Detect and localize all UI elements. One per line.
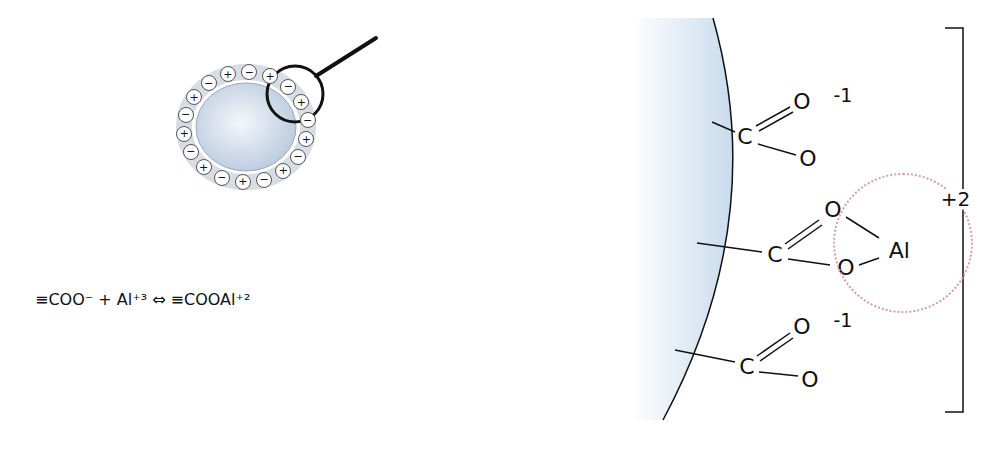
atom-label: O <box>793 91 810 113</box>
charge-sign: + <box>297 97 306 108</box>
surface-charge: − <box>280 79 296 95</box>
atom-label: Al <box>889 240 910 262</box>
double-bond <box>785 220 819 244</box>
atom-label: C <box>737 126 752 148</box>
charge-label: +2 <box>941 189 970 209</box>
bond <box>758 144 796 155</box>
charge-sign: − <box>217 172 226 183</box>
bond <box>759 372 798 376</box>
charge-sign: − <box>245 67 254 78</box>
surface-charge: − <box>201 75 217 91</box>
complex-region: Al +2 <box>833 173 973 313</box>
atom-label: O <box>837 257 854 279</box>
bond <box>712 122 735 132</box>
magnifier-handle <box>316 38 376 76</box>
charge-sign: + <box>238 176 247 187</box>
surface-charge: + <box>196 159 212 175</box>
double-bond <box>759 112 793 131</box>
charge-sign: − <box>293 151 302 162</box>
atom-label: O <box>801 369 818 391</box>
charge-sign: − <box>260 174 269 185</box>
charge-sign: + <box>302 134 311 145</box>
charge-sign: + <box>199 162 208 173</box>
double-bond <box>757 333 790 356</box>
atom-label: O <box>793 316 810 338</box>
surface-charge: − <box>256 172 272 188</box>
charge-sign: − <box>284 81 293 92</box>
coordination-bond <box>846 217 879 238</box>
particle <box>196 83 296 171</box>
double-bond <box>788 225 822 249</box>
charge-sign: + <box>279 165 288 176</box>
equation: ≡COO⁻ + Al⁺³ ⇔ ≡COOAl⁺² <box>35 292 250 308</box>
charge-sign: − <box>204 78 213 89</box>
surface-fill <box>630 18 733 420</box>
charge-sign: + <box>180 128 189 139</box>
bracket <box>945 28 963 412</box>
charge-sign: + <box>223 69 232 80</box>
charge-sign: + <box>189 92 198 103</box>
atom-label: O <box>799 148 816 170</box>
charge-label: -1 <box>834 86 853 105</box>
surface-charge: − <box>183 144 199 160</box>
charge-sign: − <box>181 109 190 120</box>
charge-label: -1 <box>834 311 853 330</box>
bond <box>675 350 735 362</box>
charge-band <box>184 72 308 182</box>
coordination-bond <box>859 258 879 265</box>
bond <box>697 243 762 252</box>
surface-charge: − <box>300 112 316 128</box>
surface-charge: − <box>214 170 230 186</box>
atom-label: O <box>824 199 841 221</box>
surface-charge: − <box>290 149 306 165</box>
double-bond <box>760 338 793 361</box>
surface-charge: + <box>235 174 251 190</box>
atom-label: C <box>739 356 754 378</box>
charge-sign: − <box>303 115 312 126</box>
bond <box>788 259 830 265</box>
charge-sign: − <box>186 146 195 157</box>
surface-charge: + <box>186 89 202 105</box>
surface-charge: − <box>178 107 194 123</box>
charge-sign: + <box>266 71 275 82</box>
atom-label: C <box>767 244 782 266</box>
